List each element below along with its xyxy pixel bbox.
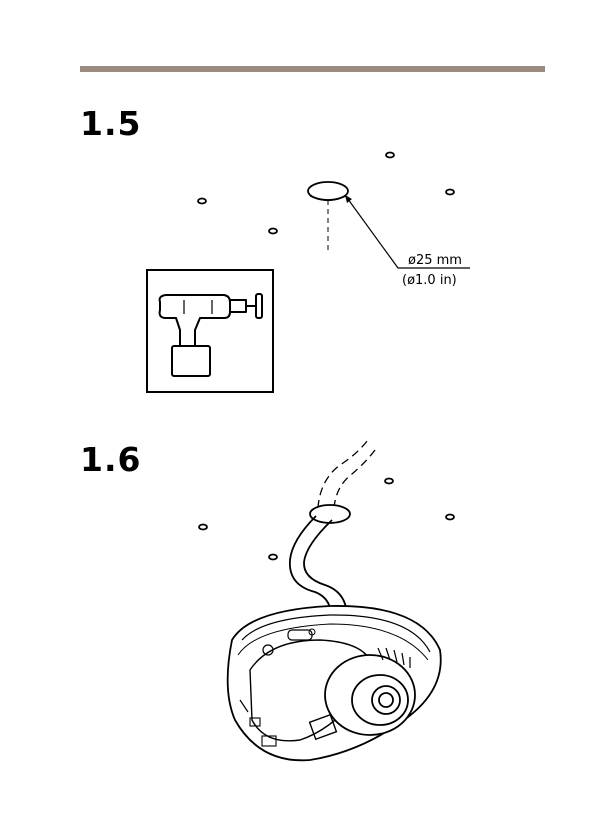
drill-icon: [147, 270, 273, 392]
screw-hole: [446, 190, 454, 195]
screw-hole: [386, 153, 394, 158]
screw-hole: [269, 229, 277, 234]
step-number-1-6: 1.6: [80, 440, 141, 479]
camera-base-icon: [228, 516, 441, 760]
screw-hole: [198, 199, 206, 204]
hole-diameter-mm: ø25 mm: [408, 253, 462, 268]
screw-hole: [269, 555, 277, 560]
ceiling-drill-diagram: [0, 0, 596, 420]
screw-hole: [199, 525, 207, 530]
screw-hole: [446, 515, 454, 520]
screw-hole: [385, 479, 393, 484]
cable-hole-icon: [308, 182, 348, 201]
hole-diameter-in: (ø1.0 in): [402, 273, 457, 288]
